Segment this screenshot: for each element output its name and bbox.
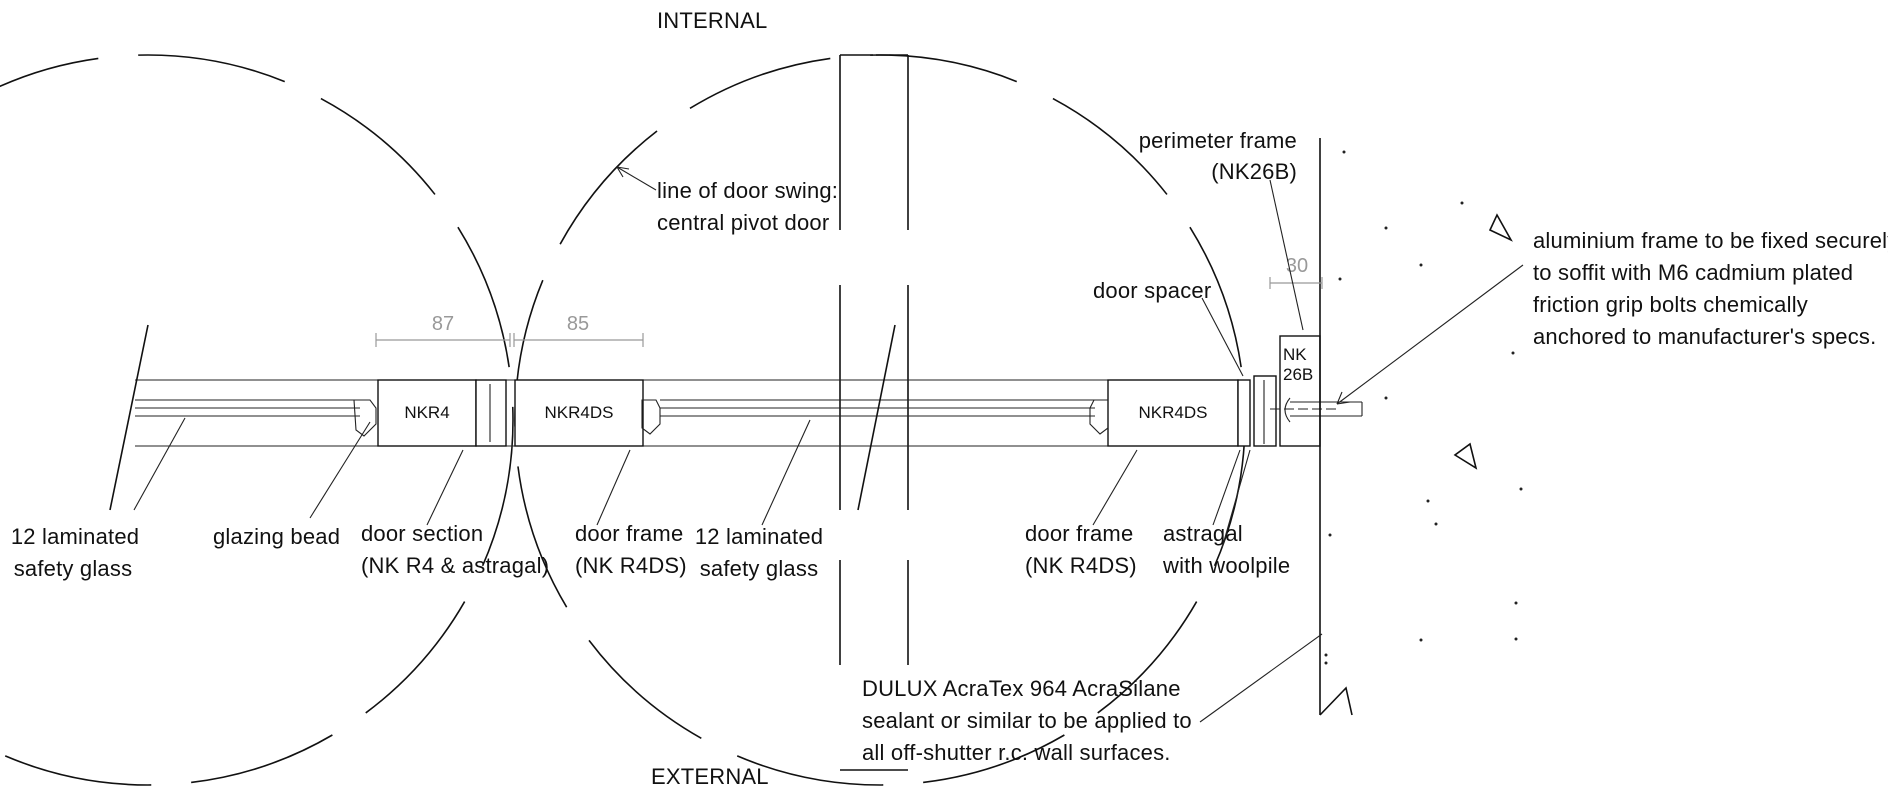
label-swing-2: central pivot door (657, 210, 829, 235)
dimension-85: 85 (567, 313, 589, 335)
annotations: INTERNAL EXTERNAL line of door swing: ce… (11, 8, 1888, 789)
concrete-hatch-dots (1324, 150, 1523, 665)
label-glass-left-2: safety glass (14, 556, 133, 581)
dimension-lines: 87 85 30 (375, 255, 1323, 347)
door-leaf-edges (109, 324, 896, 511)
label-aluminium-1: aluminium frame to be fixed securely (1533, 228, 1888, 253)
profile-label-nk26b-1: NK (1283, 345, 1307, 364)
dimension-30: 30 (1286, 255, 1308, 277)
dimension-87: 87 (432, 313, 454, 335)
swing-arc-left (0, 54, 514, 786)
label-glass-left-1: 12 laminated (11, 524, 139, 549)
label-glazing-bead: glazing bead (213, 524, 340, 549)
concrete-wall (1319, 138, 1523, 716)
glass-panels (135, 379, 1108, 447)
label-door-spacer: door spacer (1093, 278, 1211, 303)
glazing-beads (353, 399, 1109, 437)
profile-label-nkr4ds-right: NKR4DS (1139, 403, 1208, 422)
label-aluminium-2: to soffit with M6 cadmium plated (1533, 260, 1853, 285)
label-astragal-2: with woolpile (1162, 553, 1290, 578)
label-dulux-3: all off-shutter r.c. wall surfaces. (862, 740, 1171, 765)
profile-label-nkr4ds-left: NKR4DS (545, 403, 614, 422)
profile-nkr4ds-right: NKR4DS (1107, 379, 1239, 447)
label-swing-1: line of door swing: (657, 178, 838, 203)
label-internal: INTERNAL (657, 8, 767, 33)
label-frame-left-2: (NK R4DS) (575, 553, 687, 578)
label-frame-right-2: (NK R4DS) (1025, 553, 1137, 578)
concrete-triangle-1 (1488, 213, 1513, 242)
profile-label-nkr4: NKR4 (404, 403, 449, 422)
label-perimeter-2: (NK26B) (1211, 159, 1297, 184)
label-perimeter-1: perimeter frame (1139, 128, 1297, 153)
profile-nkr4: NKR4 (377, 379, 507, 447)
label-aluminium-4: anchored to manufacturer's specs. (1533, 324, 1876, 349)
concrete-triangle-2 (1453, 442, 1478, 470)
pivot-axis (839, 54, 909, 771)
leader-lines (133, 166, 1524, 723)
label-dulux-1: DULUX AcraTex 964 AcraSilane (862, 676, 1181, 701)
label-astragal-1: astragal (1163, 521, 1243, 546)
label-frame-right-1: door frame (1025, 521, 1133, 546)
profile-nk26b: NK 26B (1279, 335, 1321, 447)
label-door-section-1: door section (361, 521, 483, 546)
profile-nkr4ds-left: NKR4DS (514, 379, 644, 447)
label-door-section-2: (NK R4 & astragal) (361, 553, 549, 578)
label-glass-mid-2: safety glass (700, 556, 819, 581)
label-dulux-2: sealant or similar to be applied to (862, 708, 1192, 733)
label-external: EXTERNAL (651, 764, 769, 789)
label-aluminium-3: friction grip bolts chemically (1533, 292, 1808, 317)
astragal-detail (1237, 375, 1277, 447)
profile-label-nk26b-2: 26B (1283, 365, 1313, 384)
label-glass-mid-1: 12 laminated (695, 524, 823, 549)
label-frame-left-1: door frame (575, 521, 683, 546)
